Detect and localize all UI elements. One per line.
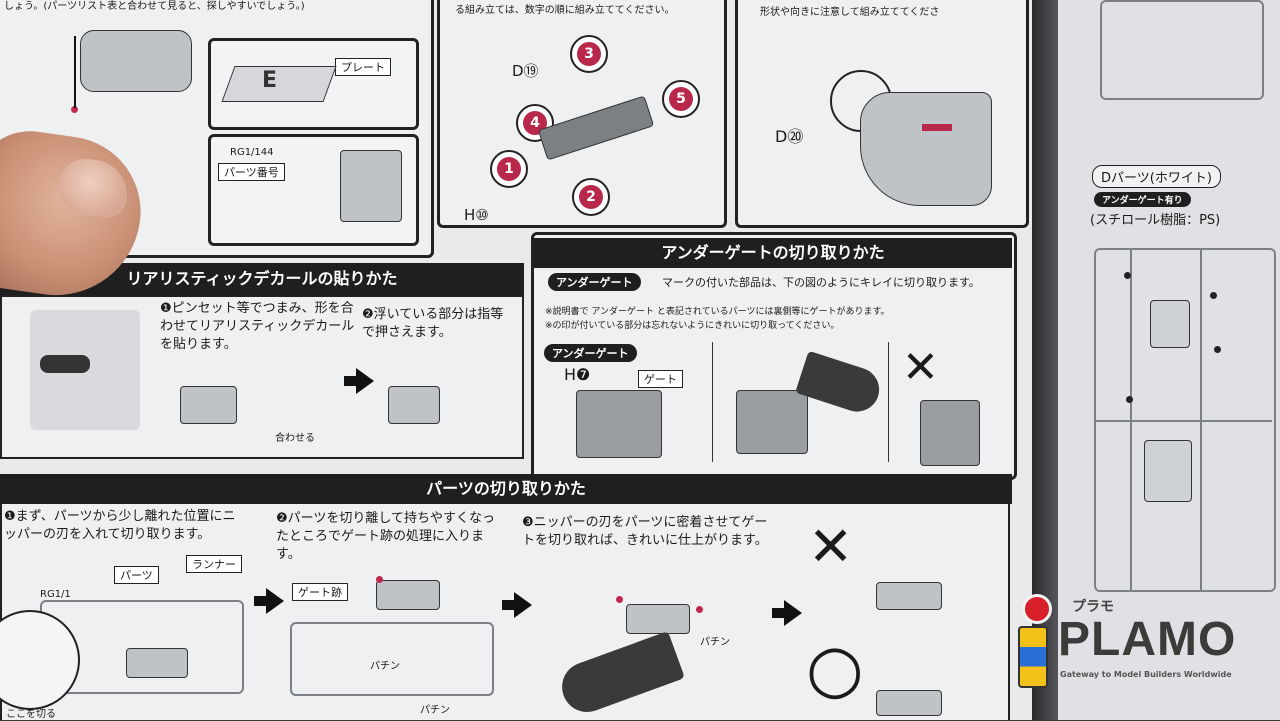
undergate-x-mark: ✕ xyxy=(902,342,939,393)
step-5-badge: 5 xyxy=(662,80,700,118)
runner-label: ランナー xyxy=(186,555,242,573)
cut-part-1 xyxy=(126,648,188,678)
step-2-badge: 2 xyxy=(572,178,610,216)
bad-cut-part xyxy=(876,582,942,610)
snap-label-3: パチン xyxy=(700,637,730,648)
label-d19: D⑲ xyxy=(512,62,539,80)
pointer-arrow xyxy=(74,36,76,108)
plate-label: プレート xyxy=(335,58,391,76)
undergate-title: アンダーゲートの切り取りかた xyxy=(661,243,885,262)
undergate-tag: アンダーゲート xyxy=(548,273,641,291)
cut-part-3 xyxy=(626,604,690,634)
label-d20: D⑳ xyxy=(775,127,804,146)
cutting-o-mark: ○ xyxy=(806,630,864,707)
cut-arrow-2 xyxy=(502,592,532,618)
undergate-part-2 xyxy=(736,390,808,454)
cutting-step-2: ❷パーツを切り離して持ちやすくなったところでゲート跡の処理に入ります。 xyxy=(276,511,496,562)
part-no-label: パーツ番号 xyxy=(218,163,285,181)
label-h10: H⑩ xyxy=(464,206,489,224)
runner-gate-dot-3 xyxy=(1126,396,1133,403)
runner-sheet-material: (スチロール樹脂：PS) xyxy=(1090,213,1221,228)
divider-1 xyxy=(712,342,713,462)
decal-dark-piece xyxy=(40,355,90,373)
undergate-line-1: マークの付いた部品は、下の図のようにキレイに切り取ります。 xyxy=(662,276,980,289)
runner-frame-2 xyxy=(290,622,494,696)
cut-arrow-3 xyxy=(772,600,802,626)
undergate-part-3 xyxy=(920,400,980,466)
top-caption-2: る組み立ては、数字の順に組み立ててください。 xyxy=(455,5,675,16)
logo-kana: プラモ xyxy=(1072,599,1114,615)
divider-2 xyxy=(888,342,889,462)
gate-label: ゲート xyxy=(638,370,683,388)
logo-block-icon xyxy=(1018,626,1048,688)
runner-top-sketch xyxy=(1100,0,1264,100)
step-3-badge: 3 xyxy=(570,35,608,73)
logo-red-dot xyxy=(1022,594,1052,624)
top-caption-3: 形状や向きに注意して組み立ててくださ xyxy=(760,7,940,18)
runner-sheet-tag: アンダーゲート有り xyxy=(1094,192,1191,207)
undergate-note-1: ※説明書で アンダーゲート と表記されているパーツには裏側等にゲートがあります。 xyxy=(545,307,890,317)
runner-part-2 xyxy=(1144,440,1192,502)
part-h7-label: H❼ xyxy=(564,365,591,384)
cut-arrow-1 xyxy=(254,588,284,614)
runner-gate-dot-4 xyxy=(1214,346,1221,353)
undergate-tag-2: アンダーゲート xyxy=(544,344,637,362)
snap-label-1: パチン xyxy=(370,661,400,672)
decal-title: リアリスティックデカールの貼りかた xyxy=(126,269,398,288)
align-label: 合わせる xyxy=(275,433,315,444)
logo-tagline: Gateway to Model Builders Worldwide xyxy=(1060,670,1232,679)
top-caption-1: しょう。(パーツリスト表と合わせて見ると、探しやすいでしょう。) xyxy=(4,1,305,12)
code-label-1: RG1/144 xyxy=(230,147,274,158)
robot-part-sketch xyxy=(80,30,192,92)
plamo-logo: プラモ PLAMO Gateway to Model Builders Worl… xyxy=(1012,590,1274,690)
cut-part-2 xyxy=(376,580,440,610)
gate-dot-2 xyxy=(616,596,623,603)
gate-dot-3 xyxy=(696,606,703,613)
undergate-title-bar: アンダーゲートの切り取りかた xyxy=(534,238,1012,268)
code-label-2: RG1/1 xyxy=(40,589,71,600)
decal-arrow xyxy=(344,368,374,394)
runner-bar-3 xyxy=(1094,420,1272,422)
runner-gate-dot-1 xyxy=(1124,272,1131,279)
head-red-mark xyxy=(922,124,952,131)
plate-letter: E xyxy=(262,68,278,93)
cutting-x-mark: ✕ xyxy=(808,515,854,578)
cutting-step-3: ❸ニッパーの刃をパーツに密着させてゲートを切り取れば、きれいに仕上がります。 xyxy=(522,515,768,548)
undergate-part-1 xyxy=(576,390,662,458)
cutting-panel xyxy=(0,504,1010,720)
marker-dot xyxy=(71,106,78,113)
undergate-note-2: ※の印が付いている部分は忘れないようにきれいに切り取ってください。 xyxy=(545,321,840,331)
gate-dot-1 xyxy=(376,576,383,583)
runner-sheet-title: Dパーツ(ホワイト) xyxy=(1092,165,1221,188)
cut-here-label: ここを切る xyxy=(6,709,56,720)
cutting-title-bar: パーツの切り取りかた xyxy=(0,474,1012,504)
parts-label: パーツ xyxy=(114,566,159,584)
runner-gate-dot-2 xyxy=(1210,292,1217,299)
decal-step-1: ❶ピンセット等でつまみ、形を合わせてリアリスティックデカールを貼ります。 xyxy=(160,301,355,352)
decal-part-sketch-2 xyxy=(388,386,440,424)
head-part-sketch xyxy=(860,92,992,206)
cutting-step-1: ❶まず、パーツから少し離れた位置にニッパーの刃を入れて切り取ります。 xyxy=(4,509,236,542)
runner-part-sketch xyxy=(340,150,402,222)
runner-part-1 xyxy=(1150,300,1190,348)
decal-step-2: ❷浮いている部分は指等で押さえます。 xyxy=(362,307,504,340)
good-cut-part xyxy=(876,690,942,716)
snap-label-2: パチン xyxy=(420,705,450,716)
decal-part-sketch-1 xyxy=(180,386,237,424)
logo-name: PLAMO xyxy=(1058,613,1237,666)
plate-part xyxy=(221,66,337,102)
step-1-badge: 1 xyxy=(490,150,528,188)
gate-mark-label: ゲート跡 xyxy=(292,583,348,601)
cutting-title: パーツの切り取りかた xyxy=(426,479,586,498)
